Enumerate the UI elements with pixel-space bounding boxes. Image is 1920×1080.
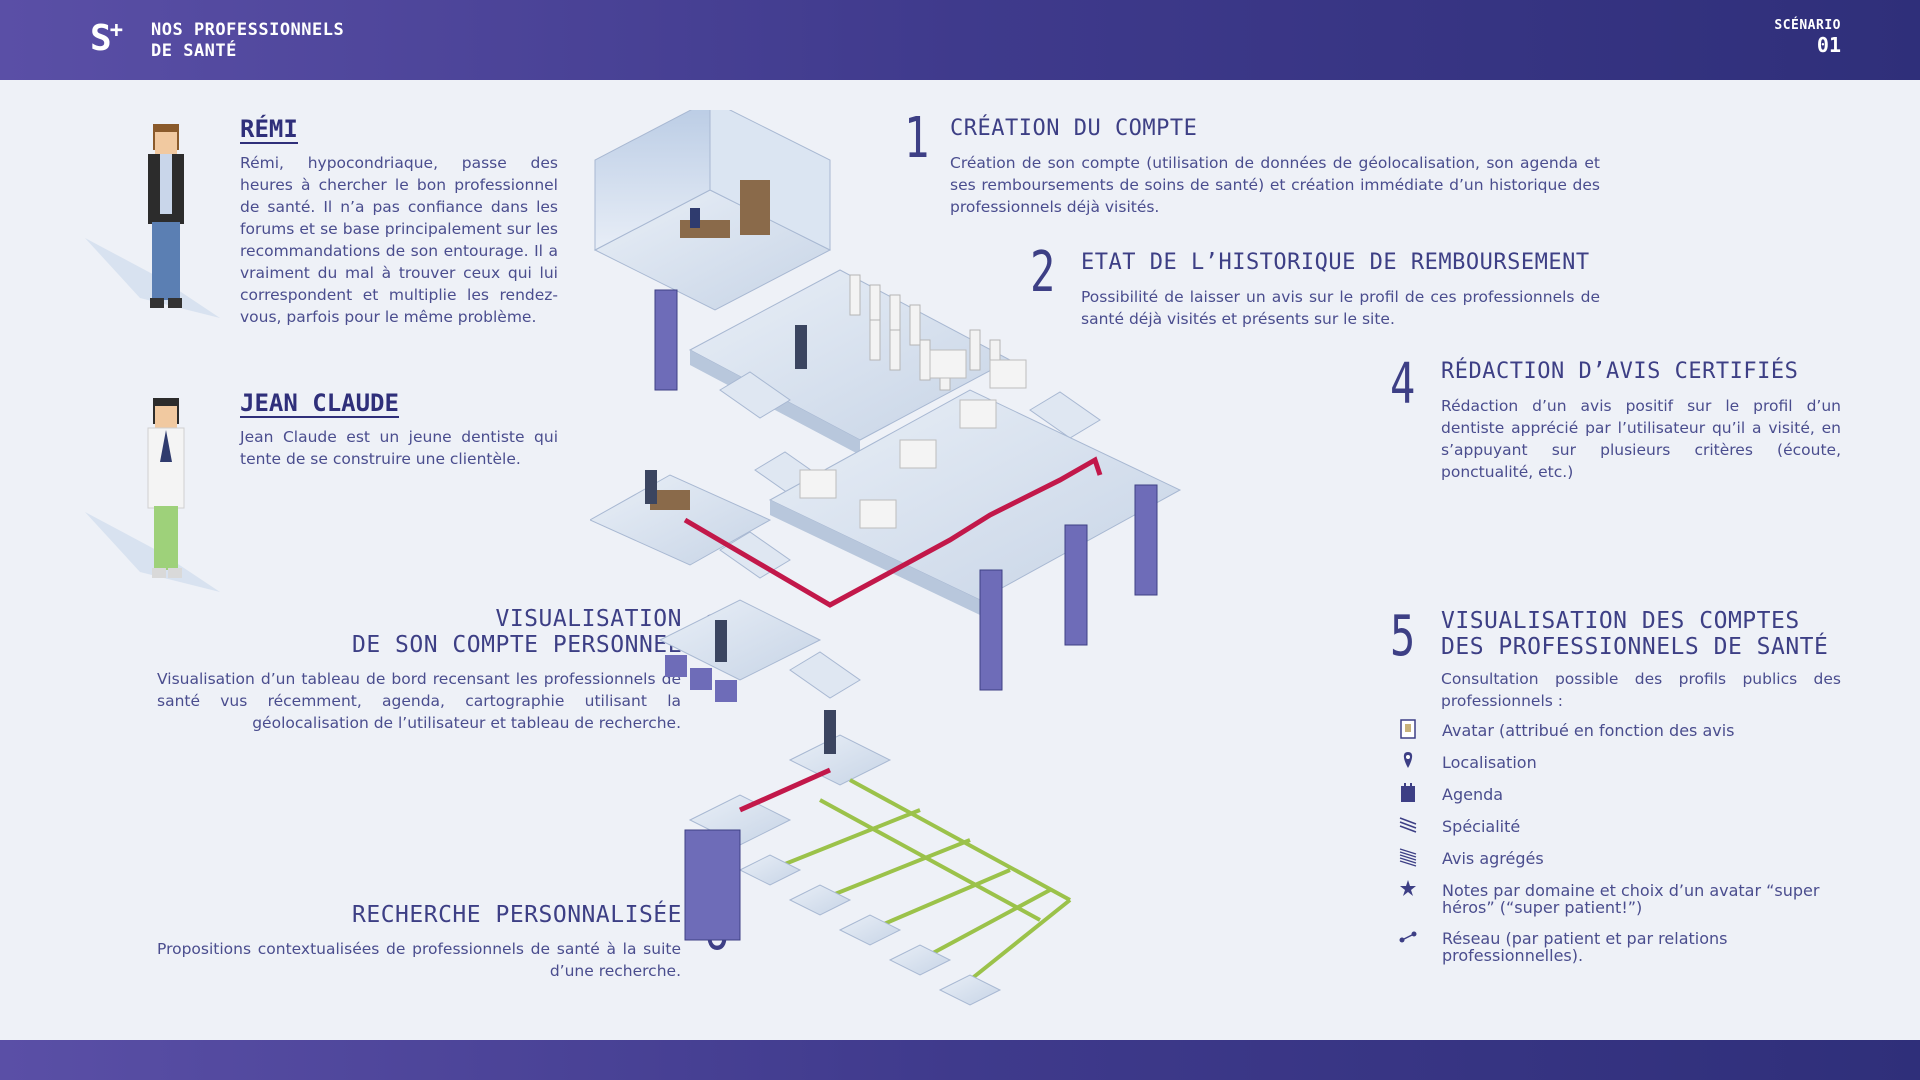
search-result-tiles [738, 854, 1002, 1006]
persona-jeanclaude-figure [85, 398, 220, 592]
step-text-1: Création de son compte (utilisation de d… [950, 154, 1600, 216]
brand-title: NOS PROFESSIONNELS DE SANTÉ [151, 20, 345, 61]
room-account-creation [593, 110, 832, 311]
step-text-2: Possibilité de laisser un avis sur le pr… [1081, 288, 1600, 328]
location-pin-icon [1403, 752, 1413, 768]
platform-reviews [768, 349, 1182, 615]
step-title-1: CRÉATION DU COMPTE [950, 116, 1198, 141]
step-title-2: ETAT DE L’HISTORIQUE DE REMBOURSEMENT [1081, 250, 1590, 275]
specialty-lines-icon [1399, 817, 1417, 833]
legend-item-specialty: Spécialité [1398, 814, 1858, 846]
scenario-indicator: SCÉNARIO 01 [1774, 18, 1841, 57]
agenda-icon [1401, 783, 1415, 802]
app-logo[interactable]: S+ [90, 18, 123, 59]
isometric-journey-illustration [590, 110, 1182, 1006]
step-text-6: Propositions contextualisées de professi… [157, 940, 681, 980]
step-title-3: VISUALISATION DE SON COMPTE PERSONNEL [352, 606, 682, 658]
aggregated-reviews-icon [1399, 848, 1417, 867]
step-title-5: VISUALISATION DES COMPTES DES PROFESSION… [1441, 608, 1829, 660]
network-icon [1399, 931, 1417, 943]
platform-search [688, 710, 892, 846]
legend: Avatar (attribué en fonction des avis Lo… [1398, 718, 1858, 974]
footer-bar [0, 1040, 1920, 1080]
persona-text-jeanclaude: Jean Claude est un jeune dentiste qui te… [240, 428, 558, 468]
step-number-5: 5 [1390, 604, 1416, 669]
review-path [683, 456, 1103, 608]
persona-text-remi: Rémi, hypocondriaque, passe des heures à… [240, 154, 558, 326]
avatar-icon [1400, 719, 1416, 739]
step-number-1: 1 [904, 106, 930, 171]
doctor-profile-board [684, 829, 741, 941]
legend-item-reviews: Avis agrégés [1398, 846, 1858, 878]
search-results-network [769, 778, 1072, 982]
persona-remi-figure [85, 124, 220, 318]
legend-item-network: Réseau (par patient et par relations pro… [1398, 926, 1858, 974]
legend-item-location: Localisation [1398, 750, 1858, 782]
platform-dashboard [658, 599, 822, 702]
legend-item-avatar: Avatar (attribué en fonction des avis [1398, 718, 1858, 750]
legend-item-notes: Notes par domaine et choix d’un avatar “… [1398, 878, 1858, 926]
legend-item-agenda: Agenda [1398, 782, 1858, 814]
persona-name-jeanclaude: JEAN CLAUDE [240, 389, 399, 418]
star-icon [1400, 880, 1416, 896]
profile-pillars [654, 289, 1158, 691]
step-text-4: Rédaction d’un avis positif sur le profi… [1441, 397, 1841, 481]
step-text-3: Visualisation d’un tableau de bord recen… [157, 670, 681, 732]
persona-name-remi: RÉMI [240, 115, 298, 144]
step-number-4: 4 [1390, 352, 1416, 417]
step-text-5: Consultation possible des profils public… [1441, 670, 1841, 710]
step-number-2: 2 [1030, 240, 1056, 305]
step-title-4: RÉDACTION D’AVIS CERTIFIÉS [1441, 359, 1799, 384]
step-title-6: RECHERCHE PERSONNALISÉE [352, 902, 682, 928]
header-bar: S+ NOS PROFESSIONNELS DE SANTÉ SCÉNARIO … [0, 0, 1920, 80]
